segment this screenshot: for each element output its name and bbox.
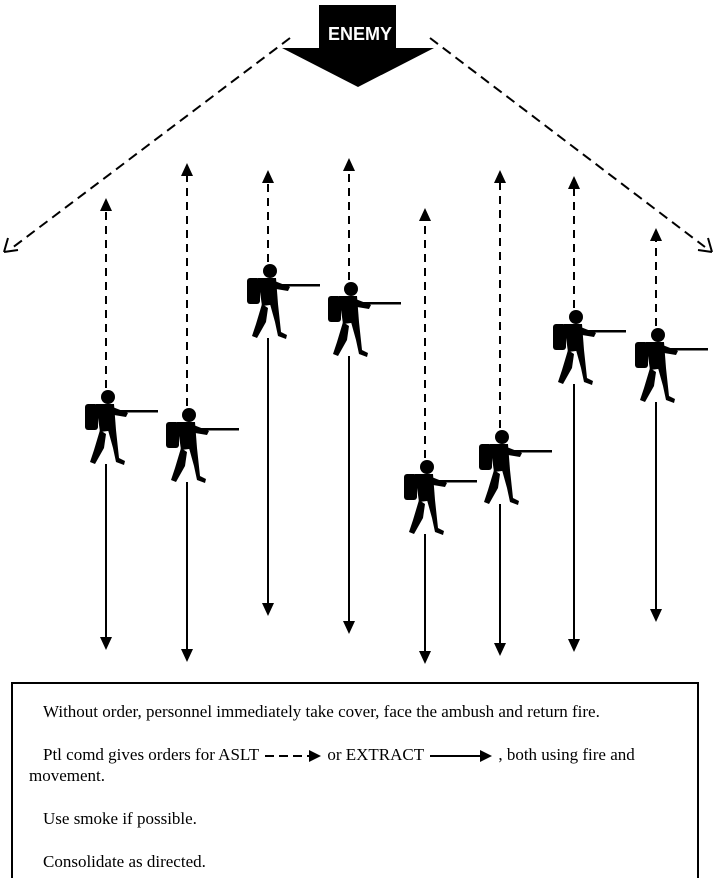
ambush-drill-diagram: ENEMY <box>3 5 713 664</box>
soldier-column-6 <box>479 170 552 656</box>
flank-arrowhead-right <box>697 237 713 253</box>
instruction-line-2-prefix: Ptl comd gives orders for ASLT <box>43 745 259 764</box>
instruction-line-3: Use smoke if possible. <box>43 809 197 828</box>
soldier-column-2 <box>166 163 239 662</box>
soldier-icon <box>166 408 239 483</box>
soldier-columns <box>85 158 708 664</box>
extract-arrowhead-icon <box>100 637 112 650</box>
assault-arrowhead-icon <box>494 170 506 183</box>
extract-arrowhead-icon <box>181 649 193 662</box>
enemy-label: ENEMY <box>328 24 392 44</box>
flank-lines <box>11 37 706 249</box>
extract-arrowhead-icon <box>568 639 580 652</box>
flank-arrowhead-left <box>3 237 19 253</box>
assault-arrowhead-icon <box>262 170 274 183</box>
enemy-arrow: ENEMY <box>282 5 434 87</box>
soldier-icon <box>328 282 401 357</box>
extract-arrowhead-icon <box>419 651 431 664</box>
extract-legend-solid-arrow-icon <box>430 750 493 763</box>
assault-arrowhead-icon <box>419 208 431 221</box>
extract-arrowhead-icon <box>343 621 355 634</box>
extract-arrowhead-icon <box>494 643 506 656</box>
instructions-box: Without order, personnel immediately tak… <box>11 682 699 878</box>
assault-arrowhead-icon <box>343 158 355 171</box>
soldier-icon <box>85 390 158 465</box>
soldier-icon <box>247 264 320 339</box>
assault-arrowhead-icon <box>650 228 662 241</box>
soldier-icon <box>635 328 708 403</box>
soldier-column-1 <box>85 198 158 650</box>
assault-arrowhead-icon <box>568 176 580 189</box>
soldier-icon <box>553 310 626 385</box>
assault-arrowhead-icon <box>100 198 112 211</box>
soldier-icon <box>404 460 477 535</box>
soldier-column-3 <box>247 170 320 616</box>
instruction-line-1: Without order, personnel immediately tak… <box>43 702 600 721</box>
soldier-icon <box>479 430 552 505</box>
instruction-line-4: Consolidate as directed. <box>43 852 206 871</box>
extract-arrowhead-icon <box>262 603 274 616</box>
instruction-line-2-middle: or EXTRACT <box>327 745 424 764</box>
instruction-line-2-suffix: , both using fire and <box>498 745 635 764</box>
soldier-column-7 <box>553 176 626 652</box>
assault-arrowhead-icon <box>181 163 193 176</box>
assault-legend-dashed-arrow-icon <box>265 750 322 763</box>
instruction-line-2-continued: movement. <box>29 766 106 785</box>
soldier-column-4 <box>328 158 401 634</box>
soldier-column-5 <box>404 208 477 664</box>
instruction-line-2: Ptl comd gives orders for ASLT or EXTRAC… <box>43 744 685 765</box>
extract-arrowhead-icon <box>650 609 662 622</box>
soldier-column-8 <box>635 228 708 622</box>
